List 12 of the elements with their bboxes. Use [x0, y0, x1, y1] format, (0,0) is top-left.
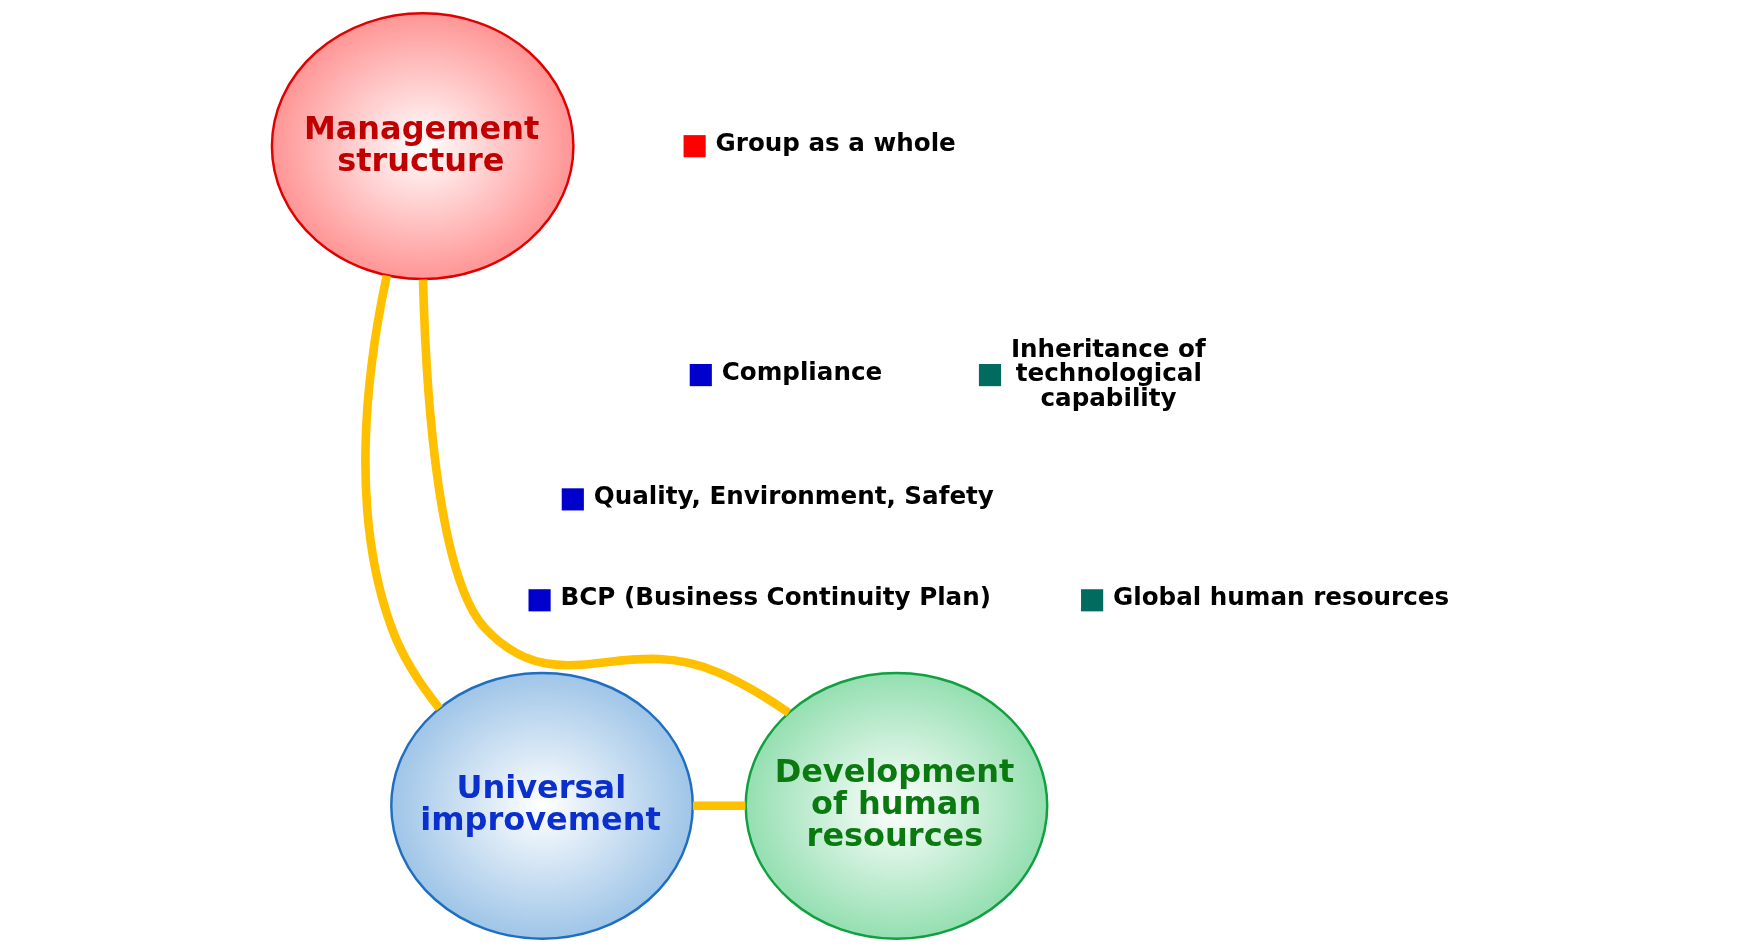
legend-label: Quality, Environment, Safety: [593, 481, 994, 511]
legend-label: Compliance: [721, 357, 883, 387]
legend-label: Inheritance of technological capability: [1010, 333, 1206, 412]
legend-label: Global human resources: [1113, 582, 1450, 612]
legend-label: Group as a whole: [715, 128, 956, 158]
node-ellipse: Universal improvement: [390, 671, 694, 940]
node-ellipse: Management structure: [270, 12, 575, 281]
node-ellipse: Development of human resources: [744, 671, 1049, 940]
connector: [418, 279, 792, 717]
legend-label: BCP (Business Continuity Plan): [560, 582, 991, 612]
connector: [361, 274, 443, 712]
connector: [692, 801, 746, 811]
